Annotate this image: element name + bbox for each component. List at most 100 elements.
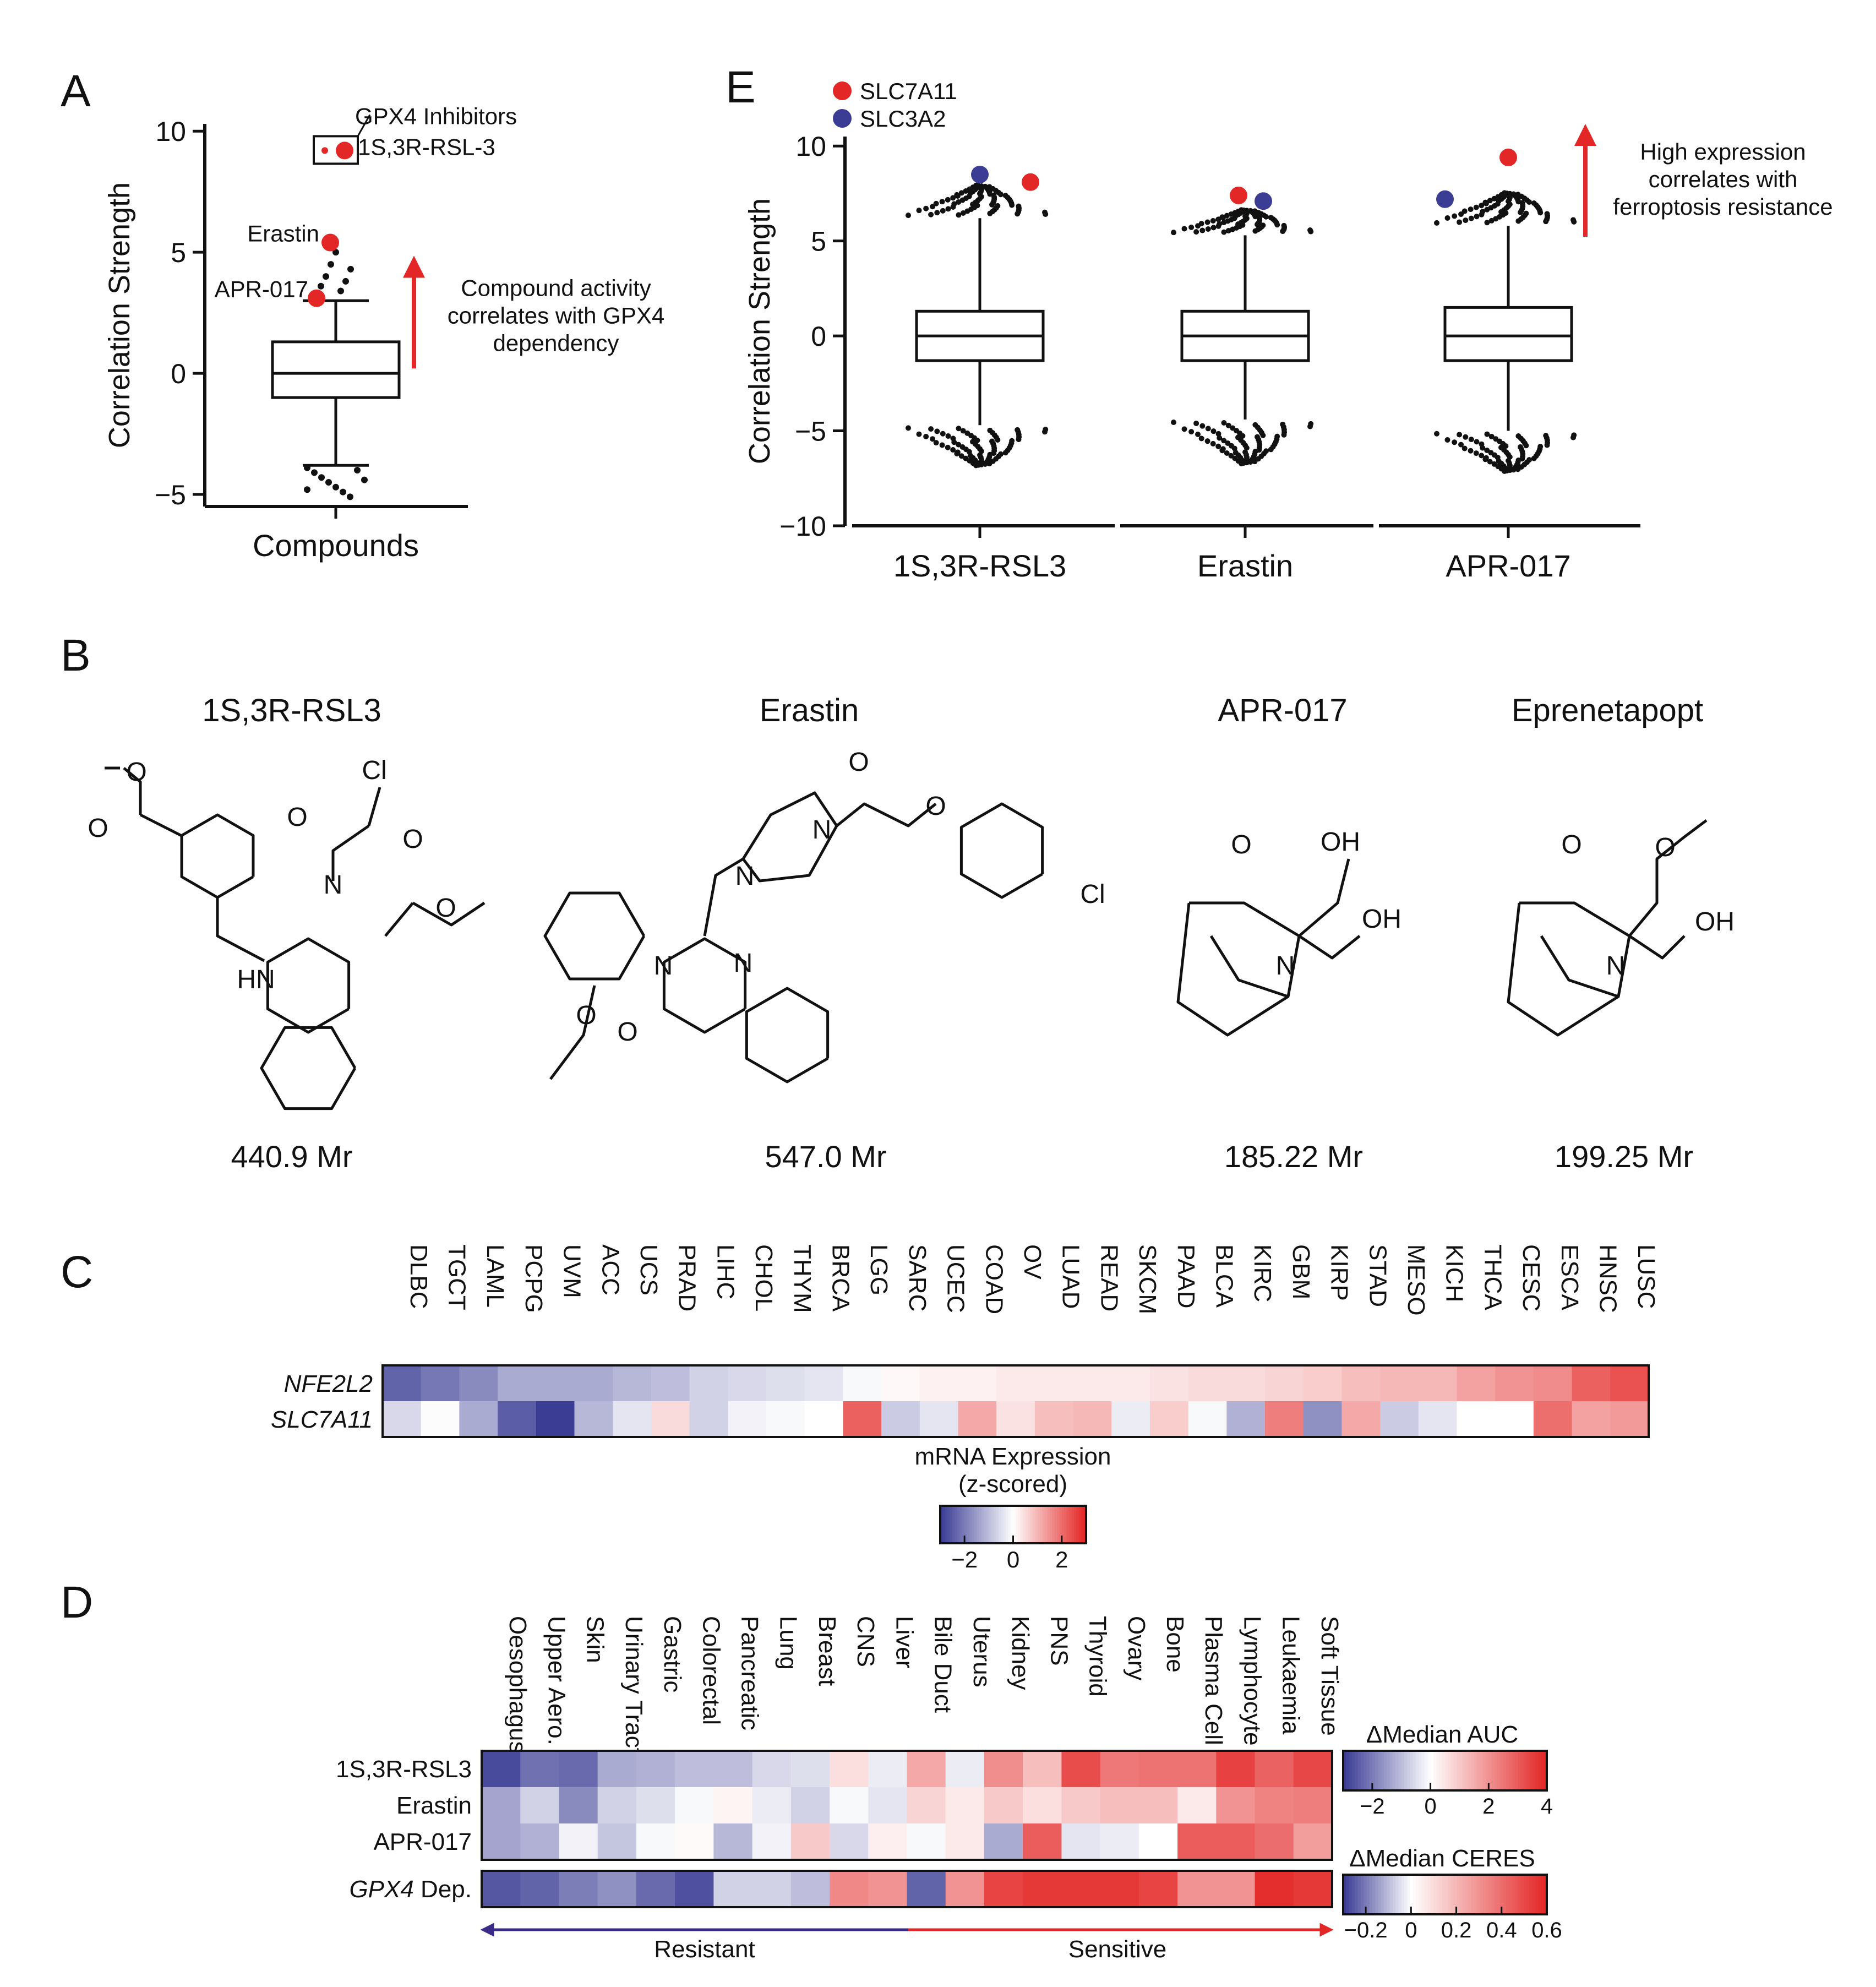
colorbar-cell bbox=[1477, 1751, 1480, 1790]
heatmap-cell bbox=[559, 1751, 598, 1787]
colorbar-cell bbox=[1491, 1875, 1495, 1914]
heatmap-cell bbox=[1418, 1365, 1458, 1401]
colorbar-cell bbox=[1054, 1506, 1057, 1543]
colorbar-cell bbox=[1425, 1751, 1428, 1790]
column-label: Colorectal bbox=[697, 1616, 724, 1725]
heatmap-cell bbox=[996, 1365, 1035, 1401]
ring-phenyl bbox=[543, 891, 646, 981]
colorbar-cell bbox=[1488, 1751, 1492, 1790]
column-label: KIRC bbox=[1249, 1244, 1276, 1302]
heatmap-cell bbox=[1138, 1751, 1178, 1787]
heatmap-cell bbox=[1061, 1751, 1101, 1787]
outlier-point bbox=[960, 210, 966, 216]
heatmap-cell bbox=[1023, 1787, 1062, 1823]
outlier-point bbox=[970, 202, 976, 208]
heatmap-cell bbox=[1034, 1365, 1074, 1401]
column-label: Skin bbox=[582, 1616, 609, 1663]
heatmap-cell bbox=[559, 1787, 598, 1823]
heatmap-cell bbox=[574, 1401, 613, 1437]
bond bbox=[367, 787, 381, 826]
outlier-point bbox=[354, 467, 361, 474]
outlier-point bbox=[1457, 432, 1463, 438]
colorbar-cell bbox=[1532, 1875, 1536, 1914]
colorbar-cell bbox=[950, 1506, 953, 1543]
column-label: Lymphocyte bbox=[1239, 1616, 1266, 1746]
bond bbox=[123, 767, 142, 815]
outlier-point bbox=[1482, 199, 1488, 205]
dependency-cell bbox=[945, 1871, 985, 1907]
heatmap-cell bbox=[597, 1823, 637, 1860]
outlier-point bbox=[1199, 423, 1206, 429]
outlier-point bbox=[934, 210, 940, 216]
colorbar-cell bbox=[1518, 1751, 1521, 1790]
atom-o: O bbox=[402, 825, 423, 854]
colorbar-cell bbox=[1369, 1875, 1373, 1914]
colorbar-cell bbox=[1006, 1506, 1009, 1543]
outlier-point bbox=[1487, 459, 1493, 465]
outlier-point bbox=[1235, 221, 1241, 227]
colorbar-cell bbox=[1433, 1875, 1437, 1914]
outlier-point bbox=[347, 493, 353, 500]
legend-label: SLC3A2 bbox=[860, 106, 946, 132]
outlier-point bbox=[1263, 448, 1269, 454]
heatmap-cell bbox=[1610, 1401, 1649, 1437]
x-tick-label: Erastin bbox=[1197, 548, 1293, 583]
panel-letter-b: B bbox=[61, 630, 91, 681]
point-apr-017 bbox=[308, 289, 325, 307]
heatmap-cell bbox=[459, 1401, 498, 1437]
arrow-label-left: Resistant bbox=[654, 1936, 755, 1963]
column-label: MESO bbox=[1403, 1244, 1430, 1316]
label-gpx4-inhibitors: GPX4 Inhibitors bbox=[355, 103, 517, 129]
colorbar-cell bbox=[1389, 1751, 1393, 1790]
colorbar-tick-label: 0 bbox=[1405, 1918, 1417, 1942]
colorbar-cell bbox=[1450, 1875, 1454, 1914]
outlier-point bbox=[1479, 203, 1485, 209]
y-tick-label: 10 bbox=[795, 131, 826, 162]
column-label: COAD bbox=[980, 1244, 1007, 1314]
heatmap-cell bbox=[790, 1787, 830, 1823]
ring-indole-benzene bbox=[260, 1026, 357, 1110]
atom-hn: HN bbox=[237, 965, 275, 994]
atom-o: O bbox=[576, 1001, 596, 1030]
colorbar-cell bbox=[1372, 1875, 1376, 1914]
heatmap-cell bbox=[1265, 1401, 1304, 1437]
heatmap-cell bbox=[1533, 1401, 1573, 1437]
colorbar-cell bbox=[1503, 1751, 1507, 1790]
outlier-point bbox=[1210, 225, 1217, 231]
outlier-point bbox=[1198, 435, 1204, 442]
outlier-point bbox=[1233, 213, 1239, 219]
colorbar-tick-label: 2 bbox=[1055, 1547, 1068, 1572]
outlier-point bbox=[1199, 227, 1206, 233]
colorbar-cell bbox=[957, 1506, 960, 1543]
heatmap-cell bbox=[984, 1787, 1023, 1823]
outlier-point bbox=[1015, 211, 1021, 217]
bond bbox=[216, 897, 265, 962]
outlier-point bbox=[1452, 439, 1458, 445]
outlier-point bbox=[963, 188, 969, 194]
colorbar-cell bbox=[1468, 1751, 1472, 1790]
outlier-point bbox=[928, 211, 934, 217]
ring-quinazolinone-a bbox=[662, 937, 747, 1034]
colorbar-cell bbox=[1427, 1875, 1431, 1914]
colorbar-cell bbox=[1398, 1751, 1402, 1790]
heatmap-cell bbox=[945, 1823, 985, 1860]
column-label: DLBC bbox=[405, 1244, 432, 1309]
column-label: Urinary Tract bbox=[620, 1616, 647, 1755]
outlier-point bbox=[1484, 447, 1490, 453]
outlier-point bbox=[1515, 218, 1521, 224]
heatmap-cell bbox=[1188, 1401, 1227, 1437]
colorbar-cell bbox=[1407, 1875, 1411, 1914]
column-label: PCPG bbox=[520, 1244, 547, 1313]
heatmap-cell bbox=[613, 1401, 652, 1437]
colorbar-title: ΔMedian CERES bbox=[1349, 1845, 1535, 1872]
colorbar-cell bbox=[967, 1506, 970, 1543]
colorbar-cell bbox=[1020, 1506, 1023, 1543]
outlier-point bbox=[1518, 444, 1523, 450]
outlier-point bbox=[987, 191, 993, 197]
colorbar-cell bbox=[1030, 1506, 1033, 1543]
colorbar-cell bbox=[1351, 1751, 1355, 1790]
outlier-point bbox=[1255, 221, 1260, 227]
outlier-point bbox=[342, 277, 349, 285]
outlier-point bbox=[967, 453, 973, 459]
outlier-point bbox=[906, 425, 911, 431]
